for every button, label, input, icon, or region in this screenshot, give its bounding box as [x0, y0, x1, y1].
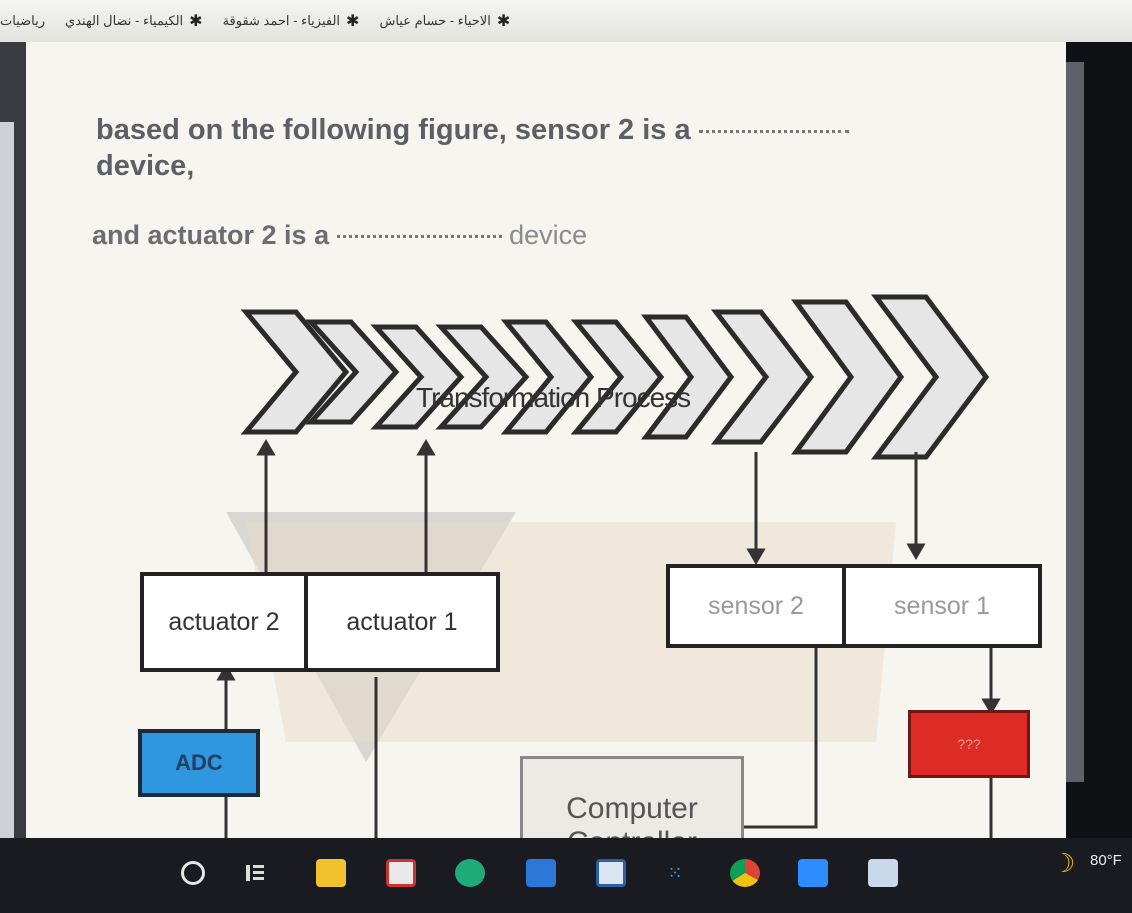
actuator-1-label: actuator 1 [346, 607, 458, 636]
bookmark-star-icon: ✱ [346, 13, 360, 30]
task-view-icon[interactable] [240, 856, 270, 890]
store-icon[interactable] [386, 856, 416, 890]
blank-sensor-2[interactable] [698, 129, 849, 133]
actuator-2-label: actuator 2 [168, 607, 280, 636]
actuator-1-box: actuator 1 [304, 572, 500, 672]
bookmark-chemistry[interactable]: ✱ الكيمياء - نضال الهندي [65, 11, 203, 31]
sensor-1-box: sensor 1 [842, 564, 1042, 648]
actuator-2-box: actuator 2 [140, 572, 308, 672]
feedback-line-adc [224, 797, 228, 838]
chrome-icon[interactable] [730, 856, 760, 890]
question-line-2: and actuator 2 is a device [92, 220, 587, 251]
bookmark-label: الفيزياء - احمد شقوقة [222, 13, 341, 28]
window-left-frame [0, 42, 26, 842]
unknown-label: ??? [957, 736, 981, 752]
question-text-end: device [509, 220, 588, 250]
zoom-icon[interactable] [798, 856, 828, 890]
sensor-1-label: sensor 1 [894, 591, 990, 620]
mail-icon[interactable] [526, 856, 556, 890]
window-right-frame [1062, 42, 1132, 842]
edge-browser-icon[interactable] [455, 856, 485, 890]
adc-box: ADC [138, 729, 260, 797]
sensor-2-box: sensor 2 [666, 564, 846, 648]
taskbar: ⁙ ☽ 80°F [0, 838, 1132, 913]
bookmark-label: رياضيات [0, 13, 46, 28]
dots-icon[interactable]: ⁙ [667, 862, 683, 883]
bookmark-label: الاحياء - حسام عياش [379, 13, 491, 28]
feedback-line-sensor2 [744, 642, 818, 829]
weather-moon-icon[interactable]: ☽ [1052, 848, 1076, 878]
computer-controller-box: Computer Controller [520, 756, 744, 838]
word-icon[interactable] [596, 856, 626, 890]
bookmark-star-icon: ✱ [496, 13, 511, 30]
question-text: and actuator 2 is a [92, 220, 330, 250]
start-circle-icon[interactable] [178, 856, 208, 890]
bookmark-biology[interactable]: ✱ الاحياء - حسام عياش [379, 11, 510, 31]
bookmark-star-icon: ✱ [189, 13, 203, 30]
temperature-readout[interactable]: 80°F [1090, 852, 1122, 869]
unknown-box: ??? [908, 710, 1030, 778]
document-page: based on the following figure, sensor 2 … [26, 42, 1066, 838]
bookmarks-bar: رياضيات ✱ الكيمياء - نضال الهندي ✱ الفيز… [0, 0, 1132, 42]
process-chevrons [240, 294, 990, 460]
question-text: based on the following figure, sensor 2 … [96, 114, 691, 146]
control-system-diagram: Transformation Process actuator 2 actuat… [96, 282, 1042, 838]
bookmark-physics[interactable]: ✱ الفيزياء - احمد شقوقة [223, 11, 360, 31]
controller-line-2: Controller [567, 826, 697, 838]
question-line-1: based on the following figure, sensor 2 … [96, 112, 849, 185]
controller-line-1: Computer [566, 791, 698, 825]
bookmark-math[interactable]: رياضيات [0, 13, 45, 29]
sensor-2-label: sensor 2 [708, 591, 804, 620]
file-explorer-icon[interactable] [316, 856, 346, 890]
page-scroll-strip [0, 122, 14, 842]
scrollbar[interactable] [1062, 62, 1084, 782]
bookmark-label: الكيمياء - نضال الهندي [65, 13, 184, 28]
blank-actuator-2[interactable] [336, 235, 502, 239]
feedback-line-actuator1 [374, 677, 378, 838]
transformation-process-label: Transformation Process [416, 382, 691, 413]
notepad-icon[interactable] [868, 856, 898, 890]
adc-label: ADC [175, 750, 223, 775]
question-text-end: device, [96, 150, 195, 183]
